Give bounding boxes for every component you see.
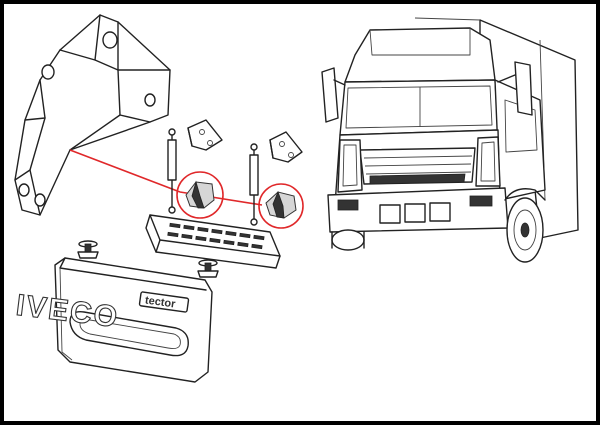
mounting-bracket-enlarged [14, 14, 171, 216]
hinge-bracket-left [176, 171, 224, 219]
gas-strut-right [249, 143, 259, 226]
mounting-plate-right [269, 131, 303, 163]
gas-strut-left [167, 128, 177, 214]
callout-line [69, 149, 263, 206]
radiator-grille [145, 214, 281, 269]
grille-latch-right [197, 259, 219, 278]
exploded-parts-diagram: IVECO tector [14, 14, 579, 383]
mounting-plate-left [187, 119, 223, 151]
tector-badge: tector [144, 294, 177, 310]
front-panel-cover: IVECO tector [14, 257, 213, 383]
truck-cab [321, 17, 579, 263]
grille-latch-left [77, 240, 99, 259]
hinge-bracket-right [258, 183, 304, 229]
